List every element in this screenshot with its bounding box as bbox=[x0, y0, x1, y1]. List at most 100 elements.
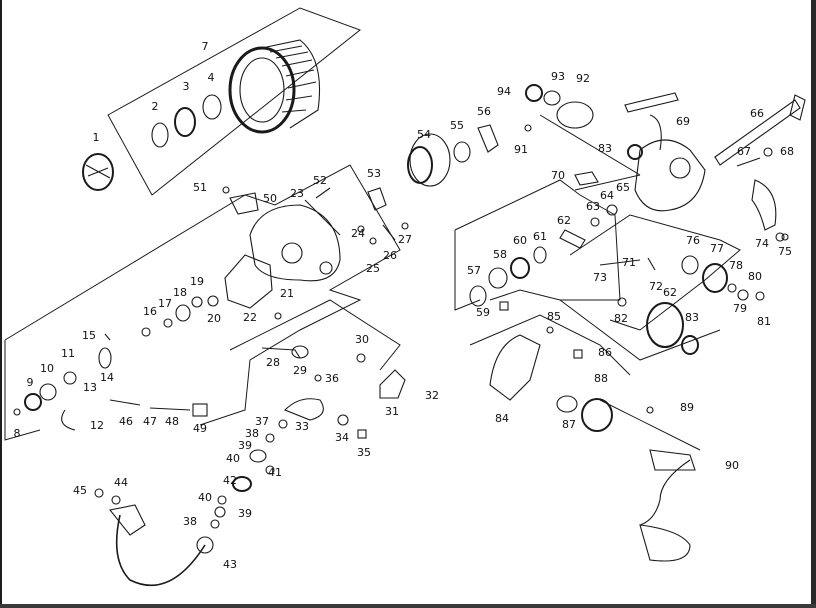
spool-part bbox=[228, 39, 321, 134]
part-number-label: 68 bbox=[780, 145, 794, 158]
bracket-50-part bbox=[229, 192, 259, 215]
part-number-label: 69 bbox=[676, 115, 690, 128]
screw-27-part bbox=[401, 222, 409, 230]
pinion-bearing-part bbox=[510, 257, 530, 279]
part-number-label: 14 bbox=[100, 371, 114, 384]
drag-washer-part bbox=[151, 122, 169, 148]
bearing-83-part bbox=[681, 335, 699, 355]
pin-cap-part bbox=[763, 147, 773, 157]
drive-gear-62-part bbox=[646, 302, 684, 348]
part-number-label: 57 bbox=[467, 264, 481, 277]
part-number-label: 45 bbox=[73, 484, 87, 497]
part-number-label: 43 bbox=[223, 558, 237, 571]
collar-16-part bbox=[141, 327, 151, 337]
screw-91-part bbox=[524, 124, 532, 132]
part-number-label: 76 bbox=[686, 234, 700, 247]
part-number-label: 47 bbox=[143, 415, 157, 428]
part-number-label: 87 bbox=[562, 418, 576, 431]
part-number-label: 4 bbox=[208, 71, 215, 84]
body-group-outline bbox=[4, 164, 401, 426]
seal-plate-part bbox=[556, 101, 594, 129]
screw-22-part bbox=[274, 312, 282, 320]
part-number-label: 1 bbox=[93, 131, 100, 144]
spool-washer-part bbox=[202, 94, 222, 120]
window-frame-bottom bbox=[0, 604, 816, 608]
part-number-label: 93 bbox=[551, 70, 565, 83]
part-number-label: 27 bbox=[398, 233, 412, 246]
bail-support-part bbox=[379, 369, 406, 399]
part-number-label: 32 bbox=[425, 389, 439, 402]
part-number-label: 34 bbox=[335, 431, 349, 444]
spool-group-outline bbox=[107, 7, 362, 196]
part-number-label: 71 bbox=[622, 256, 636, 269]
drive-gear-77-part bbox=[702, 263, 728, 293]
part-number-label: 66 bbox=[750, 107, 764, 120]
screw-81-part bbox=[755, 291, 765, 301]
spring-trip-part bbox=[261, 347, 301, 359]
screw-86-part bbox=[573, 349, 583, 359]
reel-body-part bbox=[249, 199, 341, 282]
washer-76-part bbox=[681, 255, 699, 275]
part-number-label: 88 bbox=[594, 372, 608, 385]
handle-stub-part bbox=[624, 92, 679, 113]
part-number-label: 81 bbox=[757, 315, 771, 328]
part-number-label: 92 bbox=[576, 72, 590, 85]
part-number-label: 44 bbox=[114, 476, 128, 489]
pin-72-part bbox=[647, 257, 656, 271]
screw-52-part bbox=[315, 187, 331, 199]
part-number-label: 26 bbox=[383, 249, 397, 262]
part-number-label: 82 bbox=[614, 312, 628, 325]
part-number-label: 77 bbox=[710, 242, 724, 255]
handle-knob-part bbox=[649, 449, 696, 471]
part-number-label: 60 bbox=[513, 234, 527, 247]
part-number-label: 42 bbox=[223, 474, 237, 487]
part-number-label: 22 bbox=[243, 311, 257, 324]
small-collar-part bbox=[63, 371, 77, 385]
part-number-label: 51 bbox=[193, 181, 207, 194]
shaft-71-part bbox=[599, 259, 641, 266]
part-number-labels: 1234789101112131415161718192021222324252… bbox=[14, 40, 795, 571]
part-number-label: 37 bbox=[255, 415, 269, 428]
bail-group-outline bbox=[229, 299, 401, 371]
part-number-label: 39 bbox=[238, 439, 252, 452]
collar-44-part bbox=[111, 495, 121, 505]
part-number-label: 8 bbox=[14, 427, 21, 440]
washer-30-part bbox=[356, 353, 366, 363]
part-number-label: 11 bbox=[61, 347, 75, 360]
screw-36-part bbox=[314, 374, 322, 382]
washer-24-part bbox=[357, 225, 365, 233]
screw-45-part bbox=[94, 488, 104, 498]
washer-79-part bbox=[737, 289, 749, 301]
part-number-label: 33 bbox=[295, 420, 309, 433]
bearing-18-part bbox=[175, 304, 191, 322]
part-number-label: 79 bbox=[733, 302, 747, 315]
part-number-label: 62 bbox=[557, 214, 571, 227]
part-number-label: 89 bbox=[680, 401, 694, 414]
part-number-label: 41 bbox=[268, 466, 282, 479]
part-number-label: 84 bbox=[495, 412, 509, 425]
part-number-label: 13 bbox=[83, 381, 97, 394]
part-number-label: 70 bbox=[551, 169, 565, 182]
part-number-label: 7 bbox=[202, 40, 209, 53]
part-number-label: 16 bbox=[143, 305, 157, 318]
leader-line bbox=[574, 174, 641, 191]
part-number-label: 74 bbox=[755, 237, 769, 250]
side-cover-part bbox=[581, 398, 613, 432]
handle-grip-part bbox=[639, 524, 691, 562]
small-bearing-64-part bbox=[606, 204, 618, 216]
part-number-label: 85 bbox=[547, 310, 561, 323]
seal-washer-part bbox=[543, 90, 561, 106]
collar-25-part bbox=[369, 237, 377, 245]
part-number-label: 38 bbox=[245, 427, 259, 440]
part-number-label: 21 bbox=[280, 287, 294, 300]
part-number-label: 15 bbox=[82, 329, 96, 342]
grouping-outlines bbox=[4, 7, 741, 451]
pin-part bbox=[736, 157, 761, 167]
handle-arm-part bbox=[639, 459, 691, 526]
leader-line bbox=[599, 399, 701, 451]
part-number-label: 18 bbox=[173, 286, 187, 299]
bail-wire-part bbox=[115, 514, 206, 587]
part-number-label: 90 bbox=[725, 459, 739, 472]
body-group-outline-left bbox=[4, 340, 41, 441]
